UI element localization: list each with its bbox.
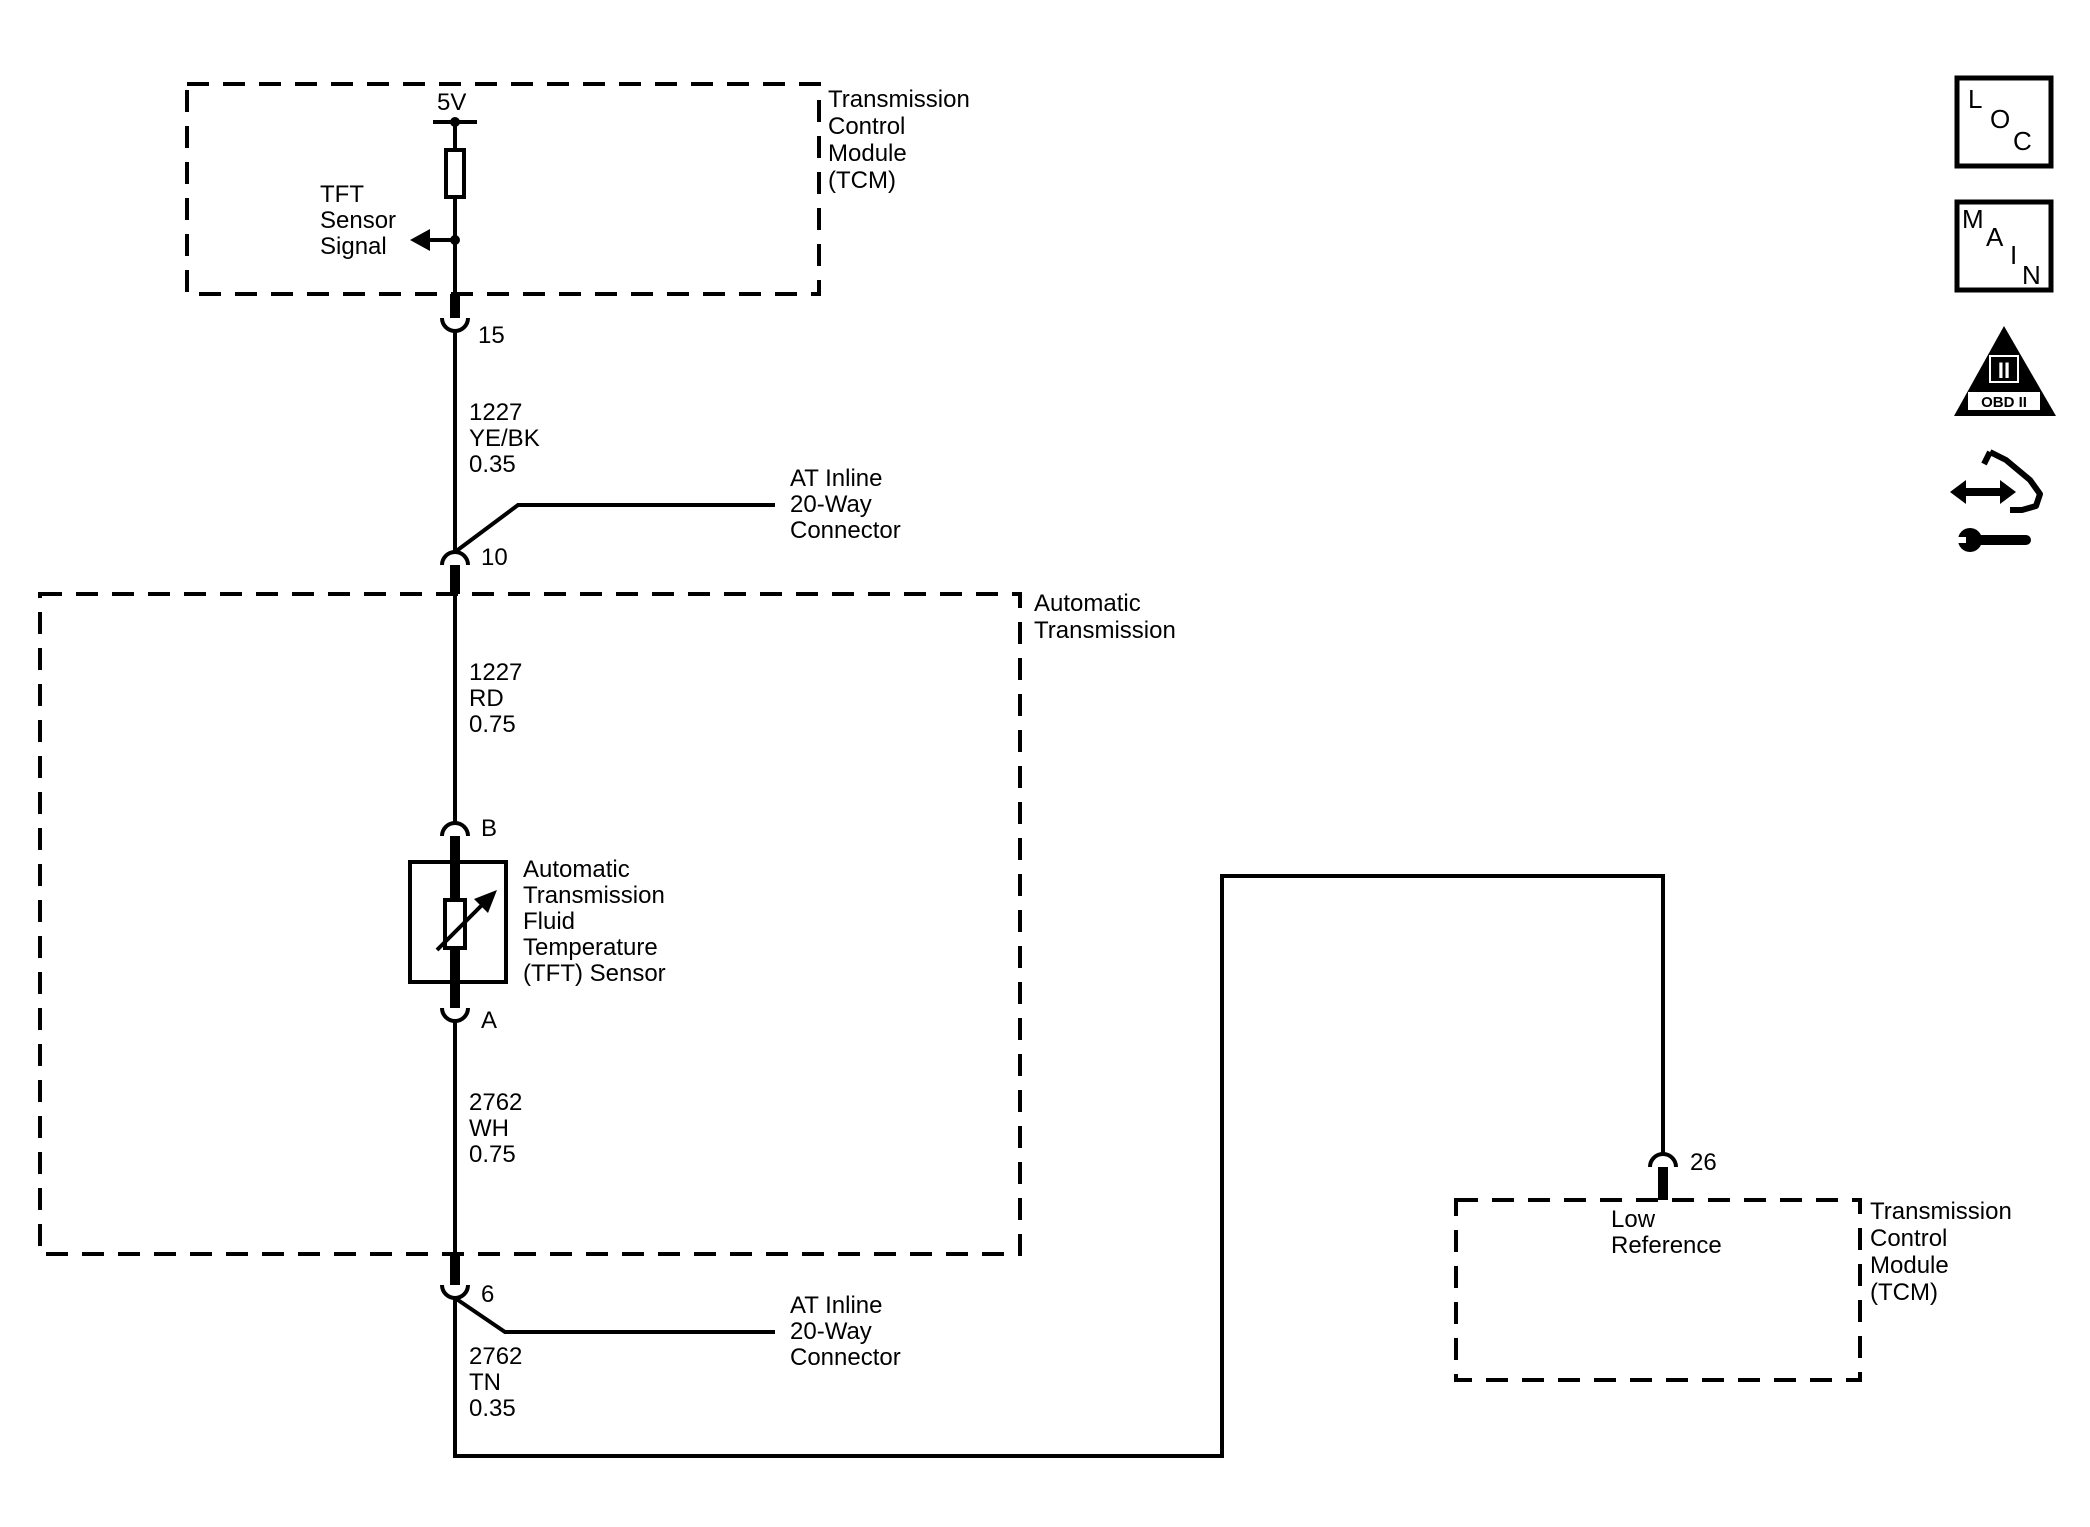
svg-text:0.75: 0.75 xyxy=(469,711,516,738)
svg-text:0.75: 0.75 xyxy=(469,1141,516,1168)
svg-text:C: C xyxy=(2013,126,2032,156)
svg-text:Transmission: Transmission xyxy=(523,882,665,909)
connector-hand-wrench-icon[interactable] xyxy=(1950,449,2043,552)
svg-text:Fluid: Fluid xyxy=(523,908,575,935)
wire-2762-wh-label: 2762 WH 0.75 xyxy=(469,1089,522,1168)
obd-ii-icon[interactable]: II OBD II xyxy=(1954,326,2056,416)
tcm-top-label: Transmission Control Module (TCM) xyxy=(828,86,970,194)
connector-26 xyxy=(1648,1152,1678,1168)
wire-2762-tn xyxy=(453,874,1665,1458)
main-icon[interactable]: M A I N xyxy=(1954,199,2054,293)
svg-text:Automatic: Automatic xyxy=(523,856,630,883)
variable-arrow-icon xyxy=(474,890,497,913)
wire-1227-rd-label: 1227 RD 0.75 xyxy=(469,659,522,738)
svg-text:(TCM): (TCM) xyxy=(828,167,896,194)
svg-text:20-Way: 20-Way xyxy=(790,1318,872,1345)
signal-arrow-icon xyxy=(410,229,430,251)
svg-text:2762: 2762 xyxy=(469,1343,522,1370)
tft-sensor-label: Automatic Transmission Fluid Temperature… xyxy=(523,856,666,987)
auto-transmission-label: Automatic Transmission xyxy=(1034,590,1176,644)
wire-1227-ye-bk-label: 1227 YE/BK 0.35 xyxy=(469,399,540,478)
voltage-label: 5V xyxy=(437,89,466,116)
pin-26-label: 26 xyxy=(1690,1149,1717,1176)
connector-b xyxy=(440,821,470,837)
variable-arrow-line xyxy=(435,900,487,952)
inline-connector-top-label: AT Inline 20-Way Connector xyxy=(790,465,901,544)
tcm-bottom-boundary xyxy=(1454,1198,1862,1382)
svg-text:OBD II: OBD II xyxy=(1981,394,2027,411)
pin-10-label: 10 xyxy=(481,544,508,571)
svg-text:Control: Control xyxy=(1870,1225,1947,1252)
svg-text:Module: Module xyxy=(1870,1252,1949,1279)
auto-transmission-boundary xyxy=(38,592,1022,1256)
svg-text:1227: 1227 xyxy=(469,659,522,686)
svg-text:0.35: 0.35 xyxy=(469,451,516,478)
pin-6-label: 6 xyxy=(481,1281,494,1308)
wire-2762-tn-label: 2762 TN 0.35 xyxy=(469,1343,522,1422)
svg-text:Automatic: Automatic xyxy=(1034,590,1141,617)
svg-text:Connector: Connector xyxy=(790,1344,901,1371)
svg-text:O: O xyxy=(1990,104,2010,134)
tcm-top-boundary xyxy=(185,82,821,296)
svg-text:AT Inline: AT Inline xyxy=(790,1292,883,1319)
svg-text:I: I xyxy=(2010,240,2017,270)
svg-text:YE/BK: YE/BK xyxy=(469,425,540,452)
svg-text:Transmission: Transmission xyxy=(1870,1198,2012,1225)
svg-text:1227: 1227 xyxy=(469,399,522,426)
pin-a-label: A xyxy=(481,1007,497,1034)
loc-icon[interactable]: L O C xyxy=(1954,75,2054,169)
connector-10 xyxy=(440,550,470,566)
svg-text:A: A xyxy=(1986,222,2004,252)
svg-text:AT Inline: AT Inline xyxy=(790,465,883,492)
tft-signal-label: TFT Sensor Signal xyxy=(320,181,396,260)
svg-text:(TFT) Sensor: (TFT) Sensor xyxy=(523,960,666,987)
svg-text:II: II xyxy=(1998,358,2010,383)
connector-15 xyxy=(440,317,470,333)
svg-text:Sensor: Sensor xyxy=(320,207,396,234)
svg-text:Transmission: Transmission xyxy=(1034,617,1176,644)
svg-text:Transmission: Transmission xyxy=(828,86,970,113)
inline-top-leader xyxy=(453,503,775,554)
svg-text:Signal: Signal xyxy=(320,233,387,260)
svg-text:WH: WH xyxy=(469,1115,509,1142)
svg-text:Temperature: Temperature xyxy=(523,934,658,961)
svg-text:(TCM): (TCM) xyxy=(1870,1279,1938,1306)
svg-text:Control: Control xyxy=(828,113,905,140)
svg-text:Module: Module xyxy=(828,140,907,167)
connector-a xyxy=(440,1007,470,1023)
inline-connector-bottom-label: AT Inline 20-Way Connector xyxy=(790,1292,901,1371)
svg-text:Reference: Reference xyxy=(1611,1232,1722,1259)
tcm-bottom-label: Transmission Control Module (TCM) xyxy=(1870,1198,2012,1306)
svg-text:L: L xyxy=(1968,84,1982,114)
svg-text:Low: Low xyxy=(1611,1206,1656,1233)
low-reference-label: Low Reference xyxy=(1611,1206,1722,1259)
svg-text:2762: 2762 xyxy=(469,1089,522,1116)
svg-text:N: N xyxy=(2022,260,2041,290)
svg-text:TFT: TFT xyxy=(320,181,364,208)
pullup-resistor xyxy=(444,148,466,199)
connector-6 xyxy=(440,1284,470,1300)
svg-text:TN: TN xyxy=(469,1369,501,1396)
svg-text:RD: RD xyxy=(469,685,504,712)
svg-text:20-Way: 20-Way xyxy=(790,491,872,518)
pin-b-label: B xyxy=(481,815,497,842)
svg-text:M: M xyxy=(1962,204,1984,234)
svg-text:Connector: Connector xyxy=(790,517,901,544)
inline-bottom-leader xyxy=(453,1296,775,1334)
svg-text:0.35: 0.35 xyxy=(469,1395,516,1422)
pin-15-label: 15 xyxy=(478,322,505,349)
